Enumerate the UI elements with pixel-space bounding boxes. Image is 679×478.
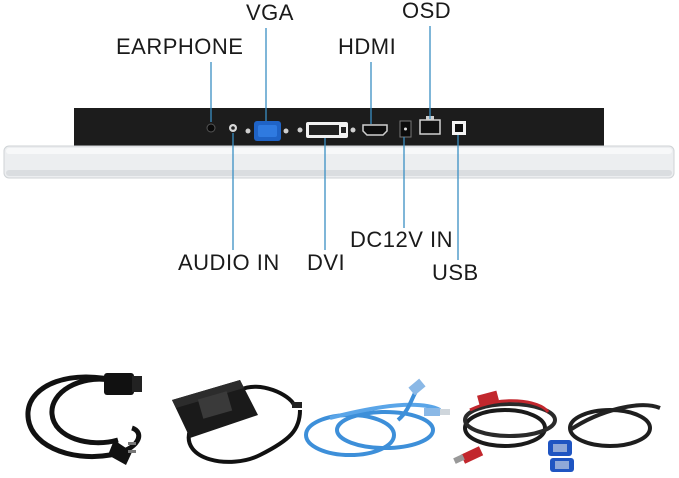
label-dc12v-in: DC12V IN <box>350 227 454 252</box>
usb-port <box>452 121 466 135</box>
audio-in-port <box>229 124 237 132</box>
earphone-port <box>206 123 216 133</box>
dvi-port <box>297 122 356 138</box>
leader-lines <box>210 26 459 260</box>
hdmi-cable-icon <box>453 390 557 464</box>
power-adapter-icon <box>172 380 302 464</box>
label-osd: OSD <box>402 0 452 23</box>
vga-port <box>245 121 289 141</box>
accessories-row <box>25 373 661 472</box>
label-vga: VGA <box>246 0 294 25</box>
usb-cable-icon <box>304 378 450 457</box>
label-audio-in: AUDIO IN <box>178 250 280 275</box>
label-hdmi: HDMI <box>338 34 397 59</box>
power-cord-icon <box>25 373 142 465</box>
label-earphone: EARPHONE <box>116 34 244 59</box>
monitor-side-view <box>3 26 675 260</box>
vga-cable-icon <box>548 403 661 472</box>
label-dvi: DVI <box>307 250 346 275</box>
hdmi-port <box>362 124 388 136</box>
label-usb: USB <box>432 260 479 285</box>
dc12v-port <box>399 120 412 138</box>
